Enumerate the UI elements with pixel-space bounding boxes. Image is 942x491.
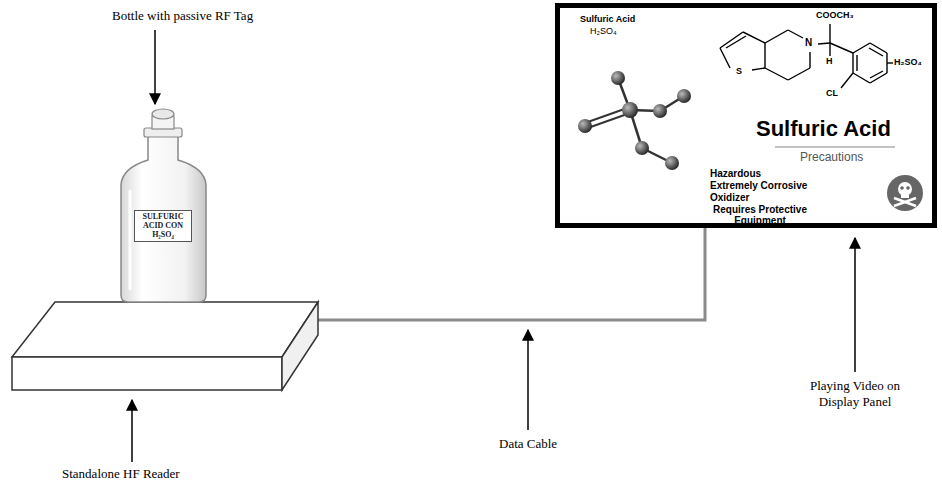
atom-label: N [805, 37, 812, 49]
reader-front [12, 357, 282, 390]
atom-ball [622, 102, 638, 118]
bond-line [870, 43, 887, 53]
bond-line [765, 68, 788, 80]
bond-line [853, 43, 870, 53]
atom-label: H [826, 56, 833, 66]
bond-line [870, 71, 883, 78]
stopper-knob [152, 109, 174, 119]
hazard-item: Oxidizer [710, 192, 749, 204]
callout-label: Standalone HF Reader [62, 466, 180, 482]
bond-line [853, 73, 870, 83]
bond-line [870, 73, 887, 83]
crossbone [894, 198, 916, 206]
atom-ball [665, 156, 679, 170]
callout-label: Playing Video on Display Panel [800, 378, 910, 411]
bond-line [743, 32, 765, 43]
atom-label: S [736, 66, 742, 76]
hazard-circle [887, 175, 923, 211]
rule-line [775, 147, 895, 148]
hazard-item: Requires Protective Equipment [708, 204, 812, 226]
skull-eye [900, 186, 904, 190]
atom-ball [635, 141, 649, 155]
atom-ball [578, 119, 592, 133]
bond-line [764, 43, 765, 68]
video-title: Sulfuric Acid [756, 116, 891, 141]
leader-arrow [854, 238, 856, 372]
bond-line [856, 55, 857, 71]
atom-label: COOCH₃ [816, 10, 854, 20]
skull-jaw [901, 193, 909, 198]
bond-line [829, 24, 830, 43]
bond-line [788, 68, 810, 80]
atom-label: CL [826, 88, 838, 98]
atom-ball [653, 104, 667, 118]
bond-line [752, 68, 765, 70]
bottle-body [121, 135, 206, 302]
bond-line [852, 53, 853, 73]
callout-label: Data Cable [499, 436, 557, 452]
label-text: H₂SO₄ [136, 231, 190, 240]
bond-line [829, 43, 830, 56]
subheading: Precautions [800, 151, 863, 165]
skull-eye [906, 186, 910, 190]
data-cable [318, 228, 705, 320]
leader-arrow [154, 30, 156, 104]
bond-line [869, 48, 883, 56]
bond-line [818, 43, 830, 44]
hazard-item: Extremely Corrosive [710, 180, 807, 192]
hazard-item: Hazardous [710, 168, 761, 180]
reader-top [12, 302, 318, 357]
bond-line [809, 52, 810, 68]
label-text: SULFURIC ACID CON [136, 213, 190, 231]
leader-arrow [131, 400, 133, 462]
bond-line [841, 73, 853, 88]
callout-label: Bottle with passive RF Tag [112, 8, 253, 24]
formula: H₂SO₄ [590, 26, 617, 36]
bond-line [720, 48, 730, 68]
bond-line [765, 30, 788, 43]
atom-label: H₂SO₄ [894, 57, 922, 67]
bond-line [726, 36, 746, 48]
bond-line [830, 43, 853, 53]
leader-arrow [527, 330, 529, 430]
atom-ball [677, 89, 691, 103]
model-title: Sulfuric Acid [580, 14, 635, 24]
atom-ball [611, 71, 625, 85]
display-panel: Sulfuric AcidH₂SO₄COOCH₃NHCLSH₂SO₄Sulfur… [555, 3, 937, 228]
crossbone [894, 198, 916, 206]
glass-highlight [129, 190, 132, 290]
reader-side [282, 302, 318, 390]
bond-line [788, 30, 803, 38]
bottle-label: SULFURIC ACID CONH₂SO₄ [134, 210, 192, 242]
bond-line [887, 62, 893, 63]
